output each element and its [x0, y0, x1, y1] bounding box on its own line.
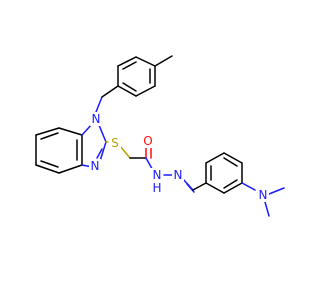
double-bond-inner: [223, 157, 238, 167]
bond: [241, 182, 256, 191]
atom-n-ring-top: N: [92, 112, 101, 126]
bond: [223, 182, 243, 194]
atom-labels: N N S O N H N N: [89, 112, 269, 202]
bond: [117, 85, 137, 97]
bond: [205, 182, 225, 194]
double-bond-inner: [40, 132, 59, 140]
bond: [223, 152, 243, 164]
bond: [135, 56, 156, 67]
bond: [101, 85, 119, 98]
bond: [35, 164, 60, 174]
double-bond-inner: [122, 61, 137, 70]
atom-n-dimethyl: N: [259, 188, 268, 202]
bond: [99, 141, 107, 162]
double-bond-inner: [186, 183, 195, 193]
methyl-bond: [264, 201, 270, 217]
atom-sulfur: S: [111, 136, 119, 150]
bond: [135, 85, 156, 97]
double-bond-inner: [223, 179, 238, 189]
double-bond-inner: [96, 148, 103, 159]
methylbenzyl-group: [95, 55, 173, 113]
bond: [119, 145, 131, 159]
atom-nh: N: [153, 168, 162, 182]
methyl-bond: [154, 55, 173, 67]
bond: [205, 152, 225, 164]
molecule-structure: N N S O N H N N: [35, 55, 285, 217]
bond: [192, 182, 207, 191]
benzo-ring: [35, 127, 83, 174]
hydrazone-group: [163, 152, 285, 217]
atom-nh-hydrogen: H: [152, 181, 161, 195]
atom-oxygen: O: [143, 134, 152, 148]
methyl-bond: [268, 187, 285, 195]
bond: [58, 164, 83, 174]
bond: [58, 127, 83, 136]
double-bond-inner: [40, 160, 59, 168]
bond: [117, 56, 137, 67]
double-bond-inner: [122, 82, 137, 92]
atom-n-ring-bottom: N: [91, 159, 100, 173]
atom-n-imine: N: [174, 168, 183, 182]
structure-canvas: N N S O N H N N: [35, 55, 285, 217]
bond: [95, 96, 103, 113]
bond: [35, 127, 60, 136]
bond: [98, 124, 107, 143]
